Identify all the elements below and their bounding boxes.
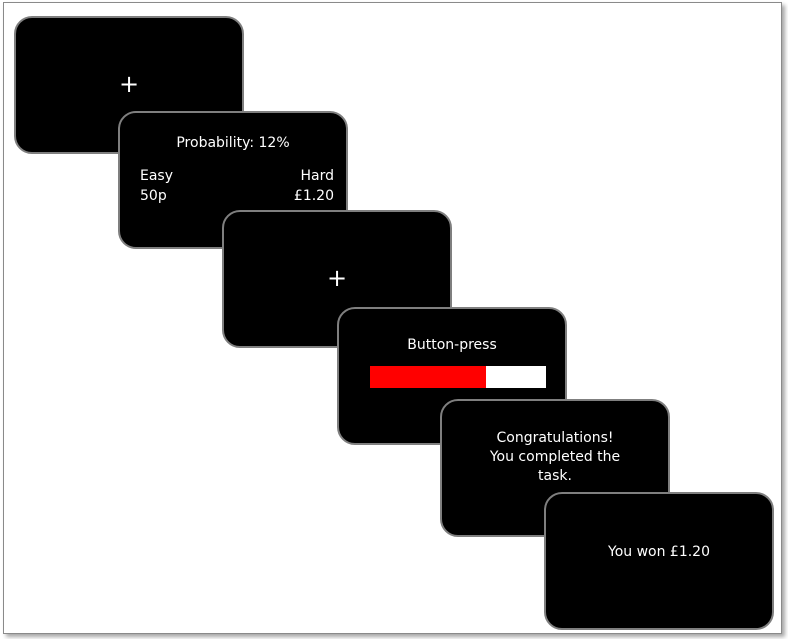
feedback-line-1: Congratulations!	[496, 430, 614, 446]
outcome-screen: You won £1.20	[544, 492, 774, 630]
hard-reward: £1.20	[293, 188, 334, 204]
fixation-cross: +	[326, 263, 348, 292]
progress-bar	[370, 366, 546, 388]
easy-label: Easy	[140, 168, 174, 184]
progress-bar-fill	[370, 366, 487, 388]
hard-option: Hard £1.20	[294, 166, 334, 206]
outcome-text: You won £1.20	[608, 544, 710, 560]
easy-reward: 50p	[140, 188, 167, 204]
easy-option: Easy 50p	[140, 166, 173, 206]
figure-frame: + Probability: 12% Easy 50p Hard £1.20 +…	[3, 2, 782, 634]
fixation-cross: +	[118, 69, 140, 98]
hard-label: Hard	[300, 168, 334, 184]
feedback-line-2: You completed the	[489, 449, 621, 465]
button-press-label: Button-press	[407, 337, 497, 353]
probability-text: Probability: 12%	[176, 135, 290, 151]
feedback-message: Congratulations! You completed the task.	[442, 429, 668, 486]
feedback-line-3: task.	[538, 468, 572, 484]
